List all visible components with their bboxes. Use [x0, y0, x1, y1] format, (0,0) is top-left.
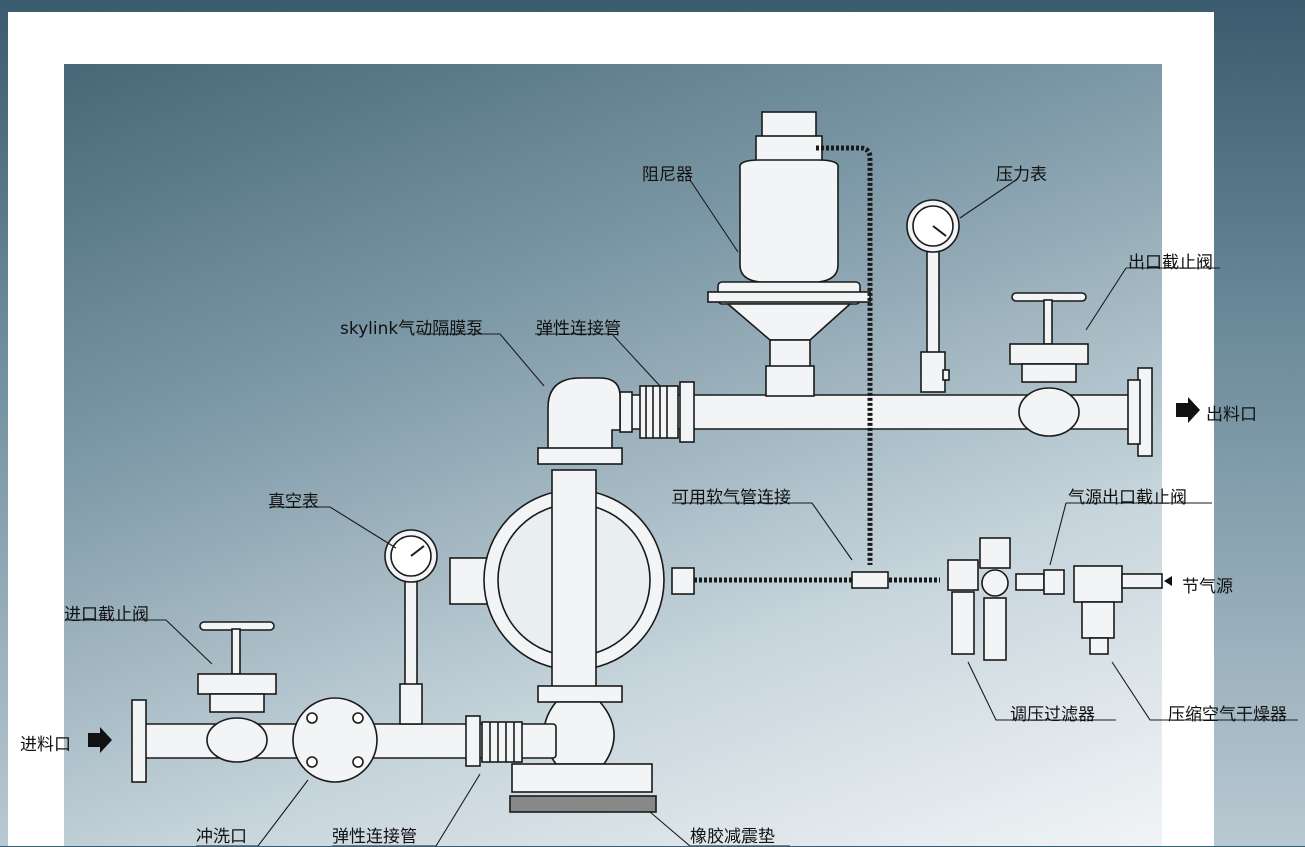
inlet-flange [131, 699, 147, 783]
pump-body [449, 469, 695, 813]
outlet-valve [1009, 292, 1089, 437]
label-pump: skylink气动隔膜泵 [340, 319, 484, 339]
filter-regulator [947, 537, 1011, 661]
label-vacuum-gauge: 真空表 [268, 492, 319, 512]
damper [707, 111, 871, 397]
label-outlet: 出料口 [1206, 405, 1257, 425]
air-line [694, 145, 940, 589]
label-air-hose: 可用软气管连接 [672, 488, 791, 508]
top-flex-bellows [619, 381, 695, 443]
air-source-arrow-icon [1164, 576, 1172, 586]
label-inlet-valve: 进口截止阀 [64, 605, 149, 625]
label-regulator-filter: 调压过滤器 [1010, 705, 1095, 725]
bottom-flex-bellows [465, 715, 523, 767]
outlet-arrow-icon [1176, 397, 1200, 423]
flush-port [292, 697, 378, 783]
label-rubber-pad: 橡胶减震垫 [690, 827, 775, 847]
inlet-arrow-icon [88, 727, 112, 753]
label-air-source-valve: 气源出口截止阀 [1068, 488, 1187, 508]
label-air-dryer: 压缩空气干燥器 [1168, 705, 1287, 725]
pressure-gauge [906, 199, 960, 393]
label-damper: 阻尼器 [642, 165, 693, 185]
vacuum-gauge [384, 529, 438, 725]
air-source-valve [1015, 569, 1065, 595]
label-air-source: 节气源 [1182, 577, 1233, 597]
label-flex-joint-top: 弹性连接管 [536, 319, 621, 339]
label-inlet: 进料口 [20, 735, 71, 755]
label-pressure-gauge: 压力表 [996, 165, 1047, 185]
label-outlet-valve: 出口截止阀 [1128, 253, 1213, 273]
pump-elbow [537, 377, 623, 465]
label-flush-port: 冲洗口 [196, 827, 247, 847]
inlet-valve [197, 621, 277, 763]
label-flex-joint-bottom: 弹性连接管 [332, 827, 417, 847]
air-dryer [1073, 565, 1163, 655]
